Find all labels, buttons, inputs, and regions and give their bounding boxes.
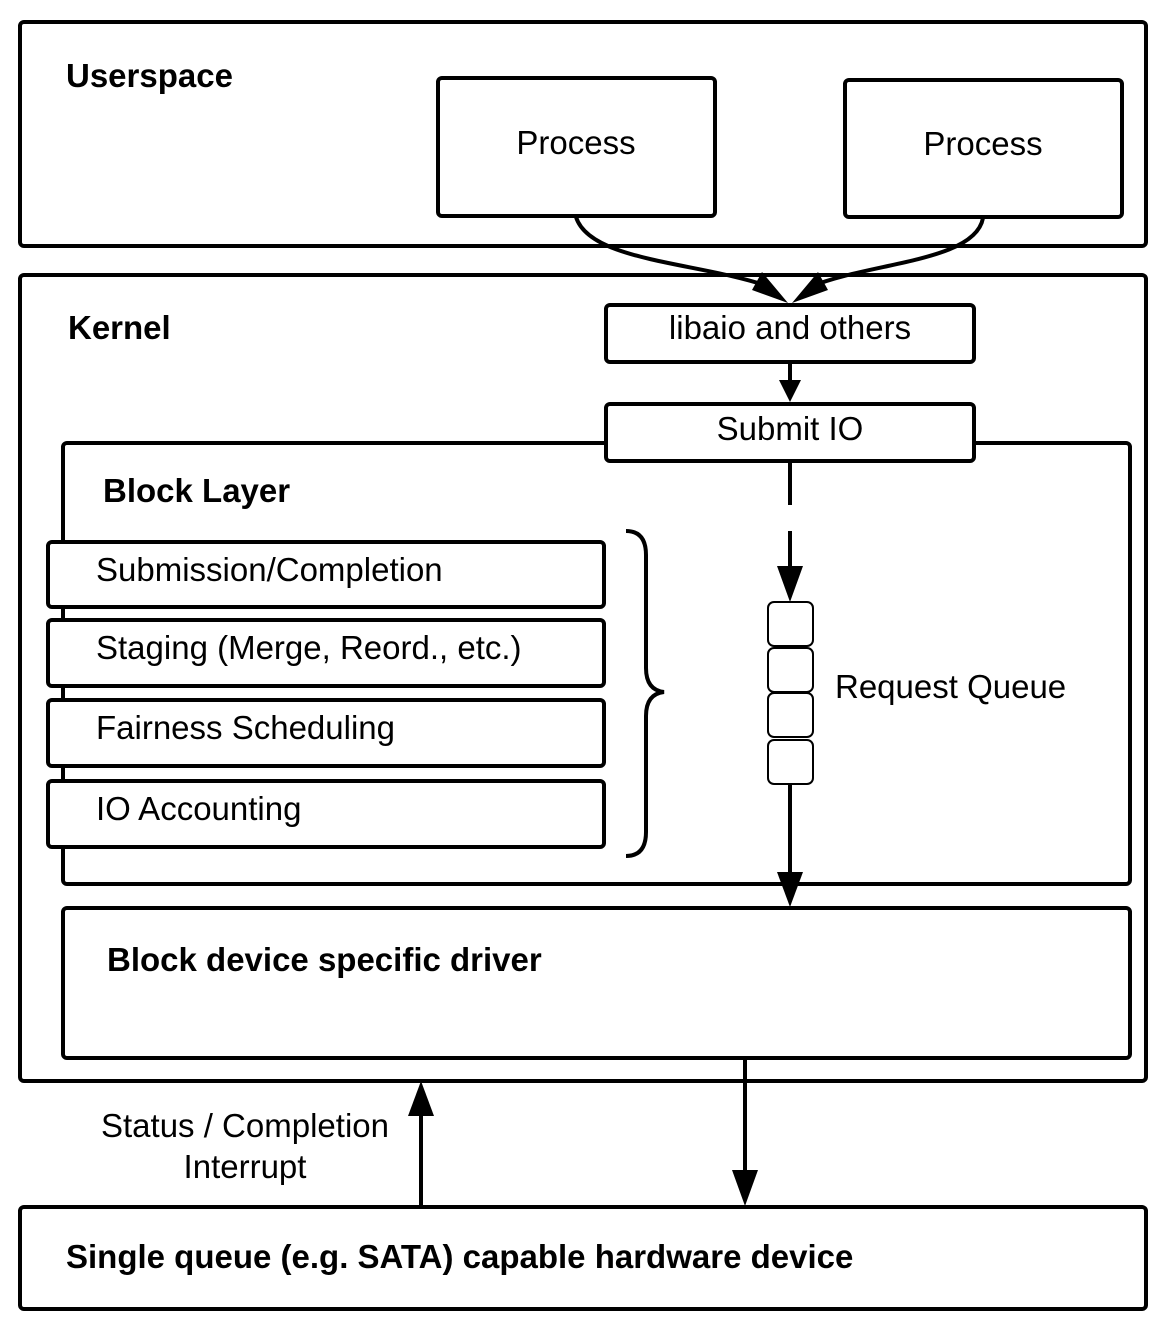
stage-label-fairness: Fairness Scheduling (96, 709, 395, 746)
process-label-1: Process (516, 124, 635, 161)
status-label-line1: Status / Completion (101, 1107, 389, 1144)
request-queue-label: Request Queue (835, 668, 1066, 705)
request-queue-slot-4 (767, 739, 814, 785)
stage-box-submission (46, 540, 606, 609)
submit-io-label: Submit IO (717, 410, 864, 447)
process-label-2: Process (923, 125, 1042, 162)
libaio-label: libaio and others (669, 309, 911, 346)
process-1-arrowhead (752, 272, 788, 303)
libaio-to-submit-arrowhead (779, 380, 801, 402)
stage-label-staging: Staging (Merge, Reord., etc.) (96, 629, 522, 666)
request-queue-slot-2 (767, 647, 814, 693)
process-2-to-libaio-arrow (809, 217, 985, 289)
userspace-title: Userspace (66, 57, 233, 94)
stage-label-accounting: IO Accounting (96, 790, 301, 827)
process-1-to-libaio-arrow (574, 216, 771, 289)
status-interrupt-arrowhead (408, 1081, 434, 1116)
stage-box-accounting (46, 779, 606, 849)
hardware-box (18, 1205, 1148, 1311)
hardware-title: Single queue (e.g. SATA) capable hardwar… (66, 1238, 853, 1275)
process-2-arrowhead (792, 272, 828, 303)
process-box-1 (436, 76, 717, 218)
process-box-2 (843, 78, 1124, 219)
stages-brace (625, 529, 665, 858)
status-label-line2: Interrupt (184, 1148, 307, 1185)
queue-to-driver-arrowhead (777, 872, 803, 907)
stage-label-submission: Submission/Completion (96, 551, 443, 588)
kernel-title: Kernel (68, 309, 171, 346)
request-queue-slot-1 (767, 601, 814, 647)
submit-to-queue-arrowhead (777, 566, 803, 602)
block-layer-title: Block Layer (103, 472, 290, 509)
driver-box (61, 906, 1132, 1060)
driver-title: Block device specific driver (107, 941, 542, 978)
stage-box-fairness (46, 698, 606, 768)
stage-box-staging (46, 618, 606, 688)
request-queue-slot-3 (767, 692, 814, 738)
driver-to-hardware-arrowhead (732, 1170, 758, 1206)
